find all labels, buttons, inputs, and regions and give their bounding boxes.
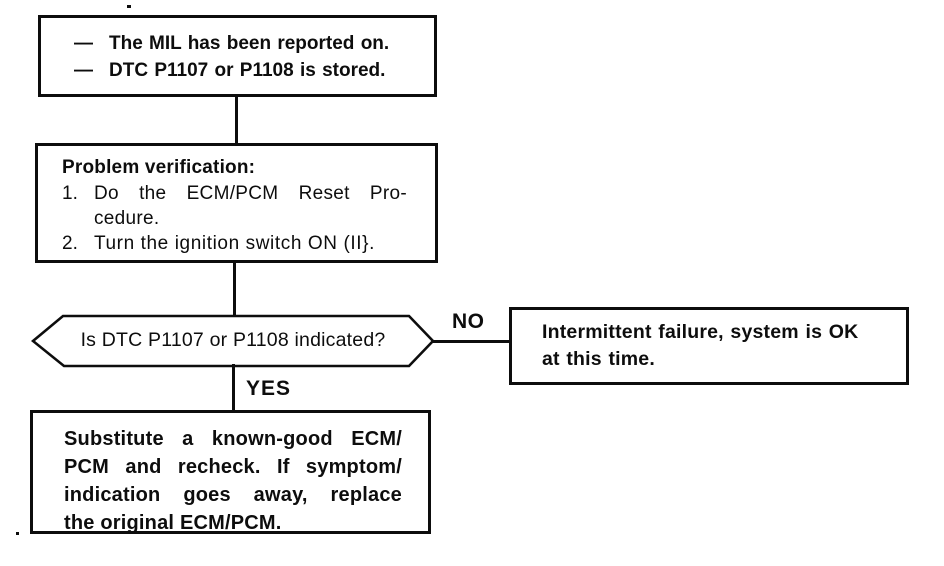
substitute-text-line: Substitute a known-good ECM/ xyxy=(64,428,402,450)
verification-step: 2. Turn the ignition switch ON (II}. xyxy=(62,231,407,256)
verification-step: 1. Do the ECM/PCM Reset Pro- cedure. xyxy=(62,181,407,231)
symptom-line: — The MIL has been reported on. xyxy=(74,30,426,57)
verification-heading: Problem verification: xyxy=(62,157,256,178)
connector-line xyxy=(235,95,238,145)
intermittent-text-line: Intermittent failure, system is OK xyxy=(542,321,859,343)
symptom-box: — The MIL has been reported on. — DTC P1… xyxy=(38,15,437,97)
decision-question: Is DTC P1107 or P1108 indicated? xyxy=(80,328,386,351)
substitute-text-line: indication goes away, replace xyxy=(64,484,402,506)
step-number: 1. xyxy=(62,183,78,204)
decision-hexagon: Is DTC P1107 or P1108 indicated? xyxy=(31,314,435,368)
step-text: Do the ECM/PCM Reset Pro- cedure. xyxy=(94,181,407,231)
intermittent-text-line: at this time. xyxy=(542,348,655,370)
branch-label-no: NO xyxy=(452,310,485,333)
dash-bullet: — xyxy=(74,60,93,81)
step-number: 2. xyxy=(62,233,78,254)
symptom-text: DTC P1107 or P1108 is stored. xyxy=(109,60,386,81)
scan-speck xyxy=(127,5,131,8)
step-text-line: cedure. xyxy=(94,208,160,229)
intermittent-box: Intermittent failure, system is OK at th… xyxy=(509,307,909,385)
scan-speck xyxy=(16,532,19,535)
step-text-line: Turn the ignition switch ON (II}. xyxy=(94,233,375,254)
step-text: Turn the ignition switch ON (II}. xyxy=(94,231,407,256)
verification-box: Problem verification: 1. Do the ECM/PCM … xyxy=(35,143,438,263)
symptom-text: The MIL has been reported on. xyxy=(109,33,390,54)
connector-line xyxy=(233,261,236,317)
connector-line xyxy=(433,340,510,343)
substitute-text-line: the original ECM/PCM. xyxy=(64,512,282,534)
dash-bullet: — xyxy=(74,33,93,54)
branch-label-yes: YES xyxy=(246,377,292,400)
substitute-box: Substitute a known-good ECM/ PCM and rec… xyxy=(30,410,431,534)
step-text-line: Do the ECM/PCM Reset Pro- xyxy=(94,183,407,204)
connector-line xyxy=(232,364,235,412)
symptom-line: — DTC P1107 or P1108 is stored. xyxy=(74,57,426,84)
substitute-text-line: PCM and recheck. If symptom/ xyxy=(64,456,402,478)
